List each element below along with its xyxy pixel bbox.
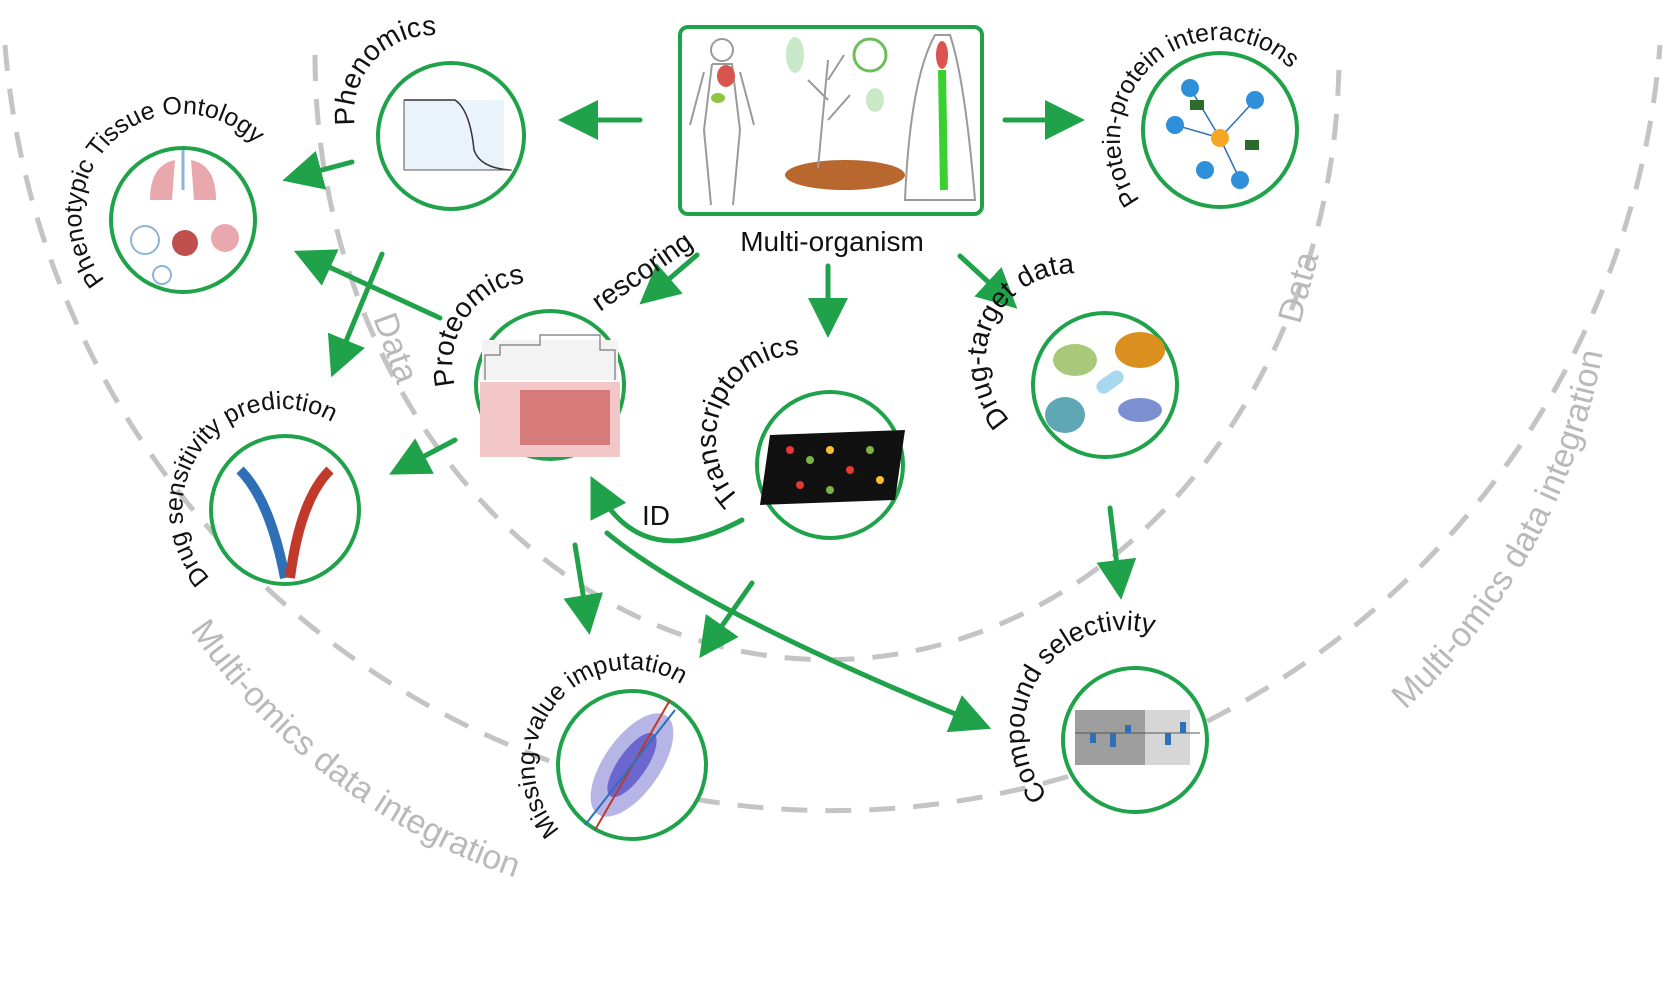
ppi-node[interactable] [1141, 51, 1299, 209]
selectivity-bar-icon [1075, 710, 1200, 765]
id-label: ID [642, 500, 670, 531]
missing-value-node[interactable] [556, 689, 708, 841]
arrow-phenomics-to-ontology [282, 150, 355, 190]
arrow-proteomics-to-selectivity [604, 530, 992, 733]
arrow-proteomics-to-sensitivity [389, 437, 458, 475]
mouse-icon [903, 34, 977, 201]
outer-ring-label-left: Multi-omics data integration [183, 613, 525, 886]
arrow-transcriptomics-to-imputation [699, 580, 755, 659]
arrow-center-to-drug-target [957, 253, 1018, 309]
inner-ring-label-right: Data [1271, 248, 1326, 327]
phenomics-node[interactable] [376, 61, 526, 211]
compound-selectivity-node[interactable] [1061, 666, 1209, 814]
arrow-center-to-proteomics [639, 252, 700, 305]
plant-icon [785, 37, 905, 190]
arrow-phenomics-to-sensitivity [327, 251, 385, 378]
multi-organism-node[interactable] [678, 25, 984, 216]
microarray-icon [760, 430, 905, 505]
lung-icon [130, 150, 239, 285]
transcriptomics-node[interactable] [755, 390, 905, 540]
dose-response-icon [403, 99, 512, 171]
multi-organism-label: Multi-organism [740, 226, 924, 257]
outer-ring-label-right: Multi-omics data integration [1384, 346, 1610, 715]
drug-target-node[interactable] [1031, 311, 1179, 459]
human-figure-icon [689, 38, 755, 206]
heatmap-icon [480, 334, 620, 457]
arrow-drugtarget-to-selectivity [1096, 505, 1137, 600]
arrow-transcriptomics-to-proteomics-id [590, 476, 745, 544]
drug-sensitivity-node[interactable] [209, 434, 361, 586]
network-icon [1166, 79, 1264, 189]
arrow-proteomics-to-ontology [293, 249, 443, 321]
protein-pill-icon [1045, 332, 1165, 433]
v-scatter-icon [236, 466, 334, 579]
proteomics-node[interactable] [474, 309, 626, 461]
arrow-proteomics-to-imputation [563, 542, 603, 635]
correlation-scatter-icon [584, 699, 676, 831]
inner-ring-label-left: Data [365, 308, 425, 389]
tissue-ontology-node[interactable] [109, 146, 257, 294]
arrows [282, 100, 1137, 733]
outer-ring [2, 44, 1663, 814]
inner-ring [312, 54, 1342, 663]
